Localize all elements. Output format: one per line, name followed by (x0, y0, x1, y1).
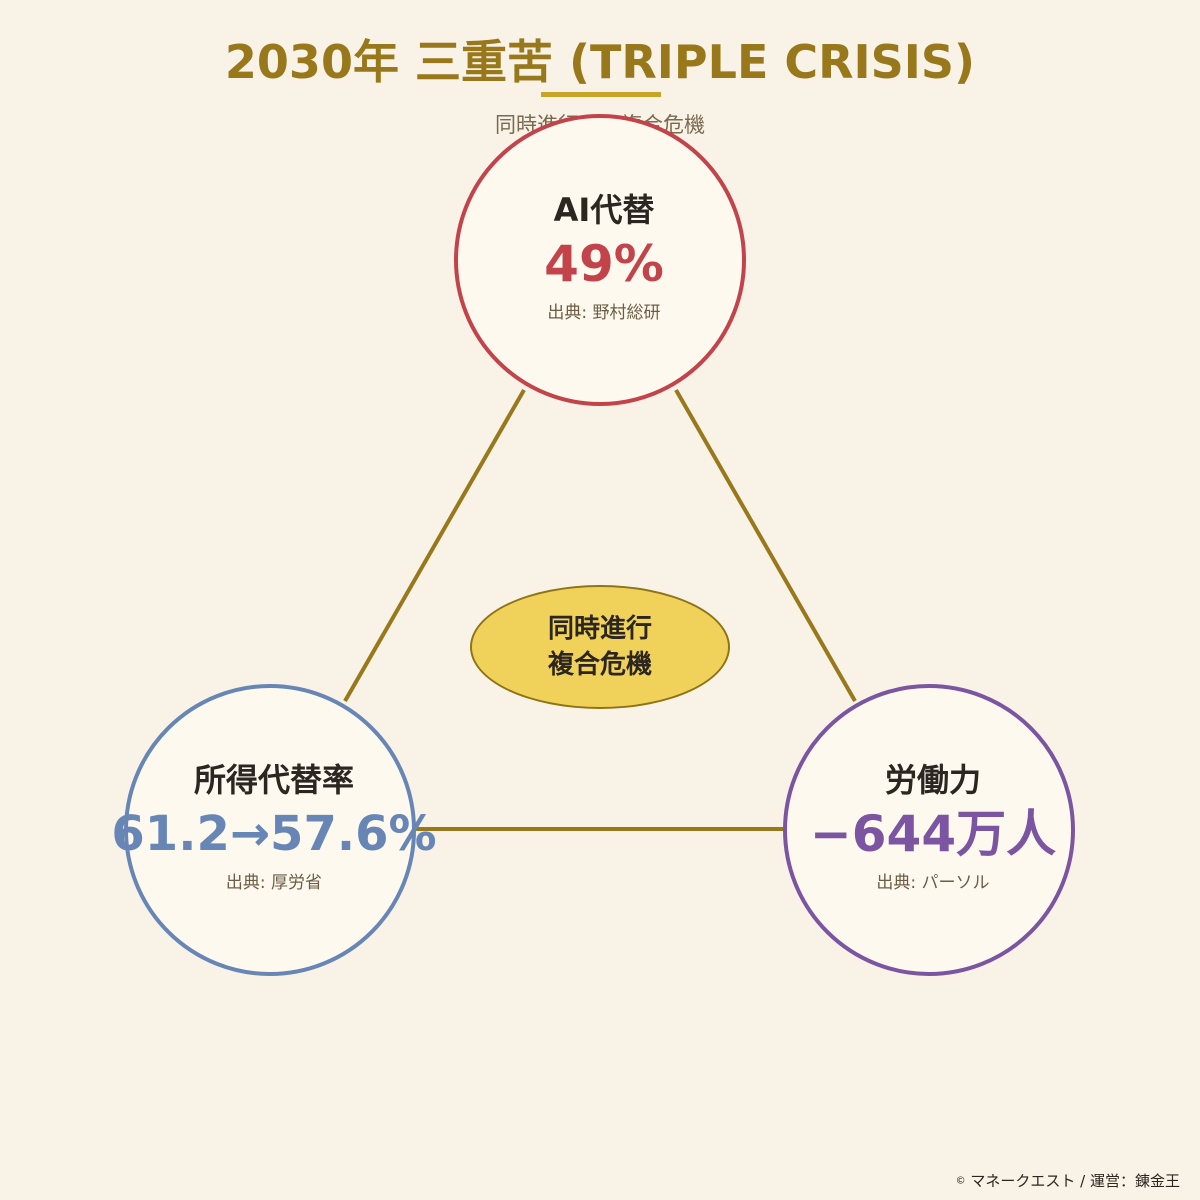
title-underline (541, 92, 661, 97)
copyright-symbol: © (955, 1175, 966, 1186)
node-income-replacement-rate: 所得代替率 61.2→57.6% 出典: 厚労省 (111, 684, 437, 976)
footer-credit: © マネークエスト / 運営：錬金王 (956, 1170, 1180, 1193)
node-income-source: 出典: 厚労省 (225, 873, 323, 893)
node-labor-label: 労働力 (884, 761, 981, 799)
node-ai-value: 49% (544, 235, 664, 293)
node-income-value: 61.2→57.6% (111, 806, 437, 862)
page-title: 2030年 三重苦 (TRIPLE CRISIS) (224, 35, 976, 89)
node-ai-label: AI代替 (553, 191, 655, 229)
node-ai-replacement: AI代替 49% 出典: 野村総研 (454, 114, 746, 406)
footer-text: マネークエスト / 運営：錬金王 (970, 1171, 1180, 1190)
node-labor-force: 労働力 −644万人 出典: パーソル (783, 684, 1075, 976)
node-labor-source: 出典: パーソル (876, 873, 990, 893)
center-compound-crisis: 同時進行 複合危機 (470, 585, 730, 709)
node-ai-source: 出典: 野村総研 (547, 303, 661, 323)
connector-ai-income (343, 389, 526, 702)
center-line-1: 同時進行 (547, 614, 652, 644)
node-income-label: 所得代替率 (193, 761, 354, 799)
node-labor-value: −644万人 (809, 805, 1057, 863)
center-line-2: 複合危機 (547, 650, 652, 680)
connector-ai-labor (674, 389, 857, 702)
